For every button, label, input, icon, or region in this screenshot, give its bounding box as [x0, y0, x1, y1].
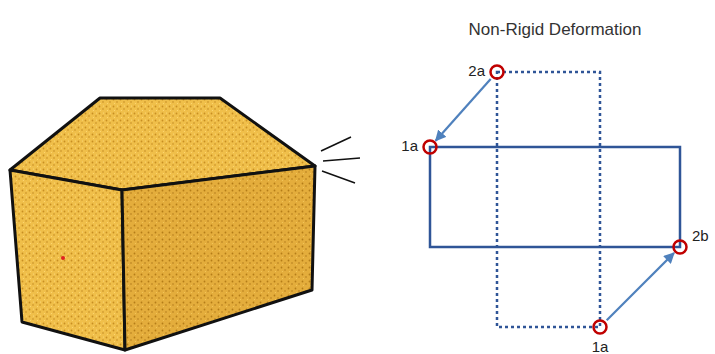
point-label: 1a [592, 339, 609, 354]
red-circle [421, 138, 439, 156]
point-marker: 2b [671, 238, 709, 256]
point-label: 2a [468, 63, 485, 78]
sponge-side [122, 166, 315, 350]
motion-arrow [607, 253, 674, 320]
red-circle [591, 318, 609, 336]
impact-line [323, 158, 360, 161]
red-circle [488, 63, 506, 81]
motion-arrow [436, 79, 491, 141]
sponge-front [10, 170, 125, 350]
red-dot [61, 256, 65, 260]
impact-line [321, 137, 351, 151]
diagram-title: Non-Rigid Deformation [430, 20, 680, 40]
impact-line [322, 171, 355, 183]
point-label: 1a [401, 138, 418, 153]
solid-rectangle [430, 147, 680, 247]
red-circle [671, 238, 689, 256]
point-marker: 1a [401, 138, 439, 156]
dotted-rectangle [497, 72, 600, 327]
point-marker: 1a [591, 318, 609, 354]
point-label: 2b [692, 228, 709, 243]
point-marker: 2a [468, 63, 506, 81]
